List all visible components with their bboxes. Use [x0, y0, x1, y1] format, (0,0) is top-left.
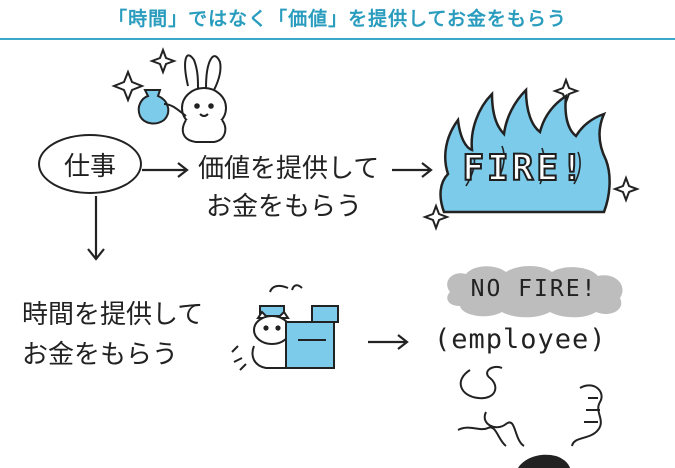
- dark-ground: [518, 454, 570, 468]
- gray-cloud-shape: [447, 266, 623, 318]
- sparkle-icon: [111, 69, 145, 103]
- sparkle-icon: [422, 203, 450, 231]
- no-fire-result: NO FIRE!: [440, 262, 628, 318]
- flame-shape: [439, 86, 611, 214]
- time-path-line2: お金をもらう: [22, 340, 179, 370]
- arrow-right: [142, 162, 189, 178]
- rabbit-with-bag-icon: [137, 54, 227, 143]
- smoke-icon: [457, 366, 525, 447]
- page-title: 「時間」ではなく「価値」を提供してお金をもらう: [108, 8, 567, 30]
- sparkle-icon: [612, 175, 640, 203]
- smoke-icon: [571, 384, 603, 447]
- work-node: 仕事: [38, 134, 142, 194]
- arrow-down: [87, 196, 105, 261]
- cat-with-register-icon: [231, 284, 339, 371]
- value-path-line2: お金をもらう: [206, 192, 363, 222]
- no-fire-label: NO FIRE!: [470, 276, 598, 302]
- fire-label: FIRE!: [461, 147, 586, 190]
- sparkle-icon: [149, 47, 177, 75]
- work-node-label: 仕事: [63, 151, 116, 182]
- time-path-line1: 時間を提供して: [22, 300, 204, 330]
- arrow-right: [368, 334, 409, 350]
- value-path-line1: 価値を提供して: [198, 154, 380, 184]
- header-bar: 「時間」ではなく「価値」を提供してお金をもらう: [0, 0, 675, 40]
- fire-result: FIRE!: [436, 86, 612, 220]
- employee-label: (employee): [434, 324, 607, 355]
- arrow-right: [392, 162, 433, 178]
